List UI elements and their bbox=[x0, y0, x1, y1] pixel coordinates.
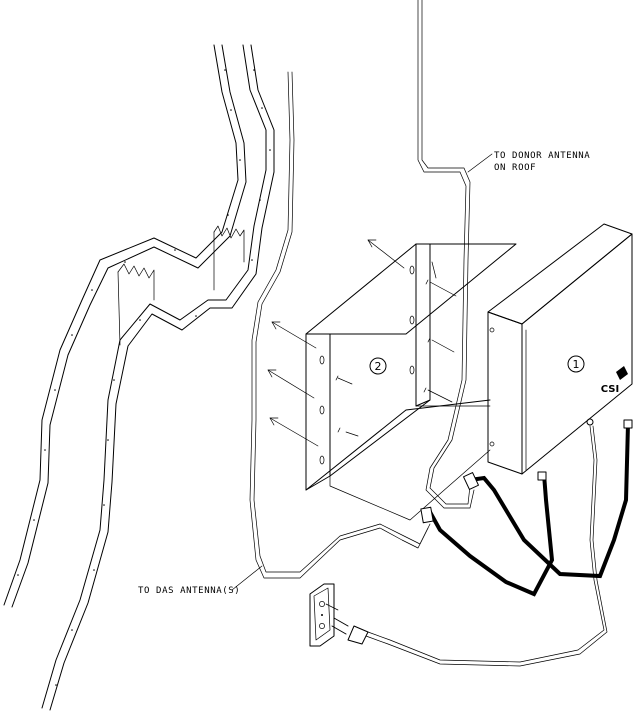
donor-label-line1: TO DONOR ANTENNA bbox=[494, 151, 590, 161]
coax-connectors bbox=[421, 420, 632, 523]
donor-label: TO DONOR ANTENNA ON ROOF bbox=[494, 151, 590, 173]
wall-frame bbox=[4, 45, 274, 710]
donor-label-line2: ON ROOF bbox=[494, 163, 536, 173]
power-outlet bbox=[310, 584, 334, 646]
das-label: TO DAS ANTENNA(S) bbox=[138, 586, 240, 596]
bracket-callout: 2 bbox=[375, 360, 382, 373]
donor-cable bbox=[418, 0, 492, 508]
amplifier-enclosure: 1 CSI bbox=[488, 224, 632, 474]
das-label-group: TO DAS ANTENNA(S) bbox=[138, 566, 262, 596]
coax-cables bbox=[430, 424, 628, 594]
screws bbox=[336, 280, 456, 436]
amplifier-callout: 1 bbox=[573, 358, 580, 371]
csi-logo: CSI bbox=[601, 384, 619, 395]
power-cord bbox=[326, 426, 607, 666]
